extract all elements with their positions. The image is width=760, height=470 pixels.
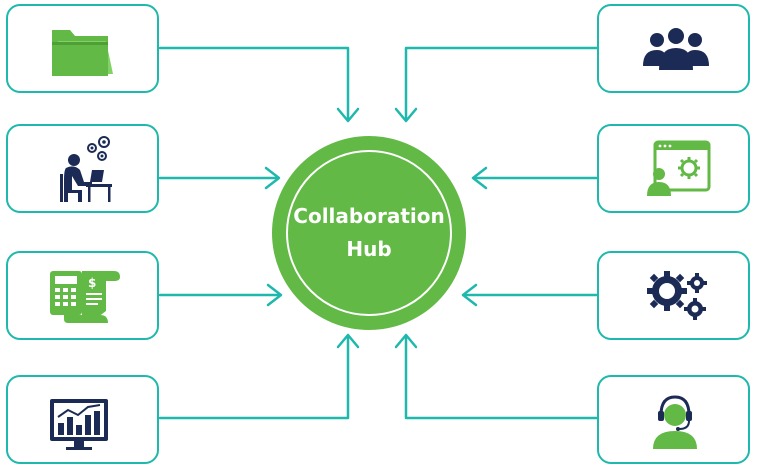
node-analytics xyxy=(6,375,159,464)
team-group-icon xyxy=(643,28,709,70)
node-gears xyxy=(597,251,750,340)
node-support xyxy=(597,375,750,464)
gears-icon xyxy=(647,271,707,320)
arrowhead-user-settings xyxy=(471,166,488,190)
arrowhead-desk-worker xyxy=(264,166,281,190)
node-user-settings xyxy=(597,124,750,213)
connector-analytics xyxy=(158,336,350,420)
arrowhead-team xyxy=(394,107,418,123)
arrowhead-gears xyxy=(461,283,478,307)
hub-label-line-1: Collaboration xyxy=(293,204,445,228)
hub-label-line-2: Hub xyxy=(346,237,392,261)
arrowhead-analytics xyxy=(336,333,360,349)
user-settings-window-icon xyxy=(647,140,711,196)
node-desk-worker xyxy=(6,124,159,213)
hub-label: Collaboration Hub xyxy=(272,200,466,266)
arrowhead-folder xyxy=(336,107,360,123)
arrowhead-support xyxy=(394,333,418,349)
folder-icon xyxy=(52,30,113,76)
connector-team xyxy=(404,46,599,120)
connector-folder xyxy=(158,46,350,120)
node-team xyxy=(597,4,750,93)
svg-text:$: $ xyxy=(88,276,96,290)
connector-support xyxy=(404,336,599,420)
hub-inner-ring xyxy=(286,150,452,316)
support-headset-icon xyxy=(653,395,697,449)
analytics-monitor-icon xyxy=(50,399,108,450)
person-at-desk-gears-icon xyxy=(60,136,112,202)
arrowhead-invoice xyxy=(266,283,283,307)
node-invoice: $ xyxy=(6,251,159,340)
node-folder xyxy=(6,4,159,93)
calculator-invoice-icon: $ xyxy=(50,271,120,323)
collaboration-hub-circle: Collaboration Hub xyxy=(272,136,466,330)
